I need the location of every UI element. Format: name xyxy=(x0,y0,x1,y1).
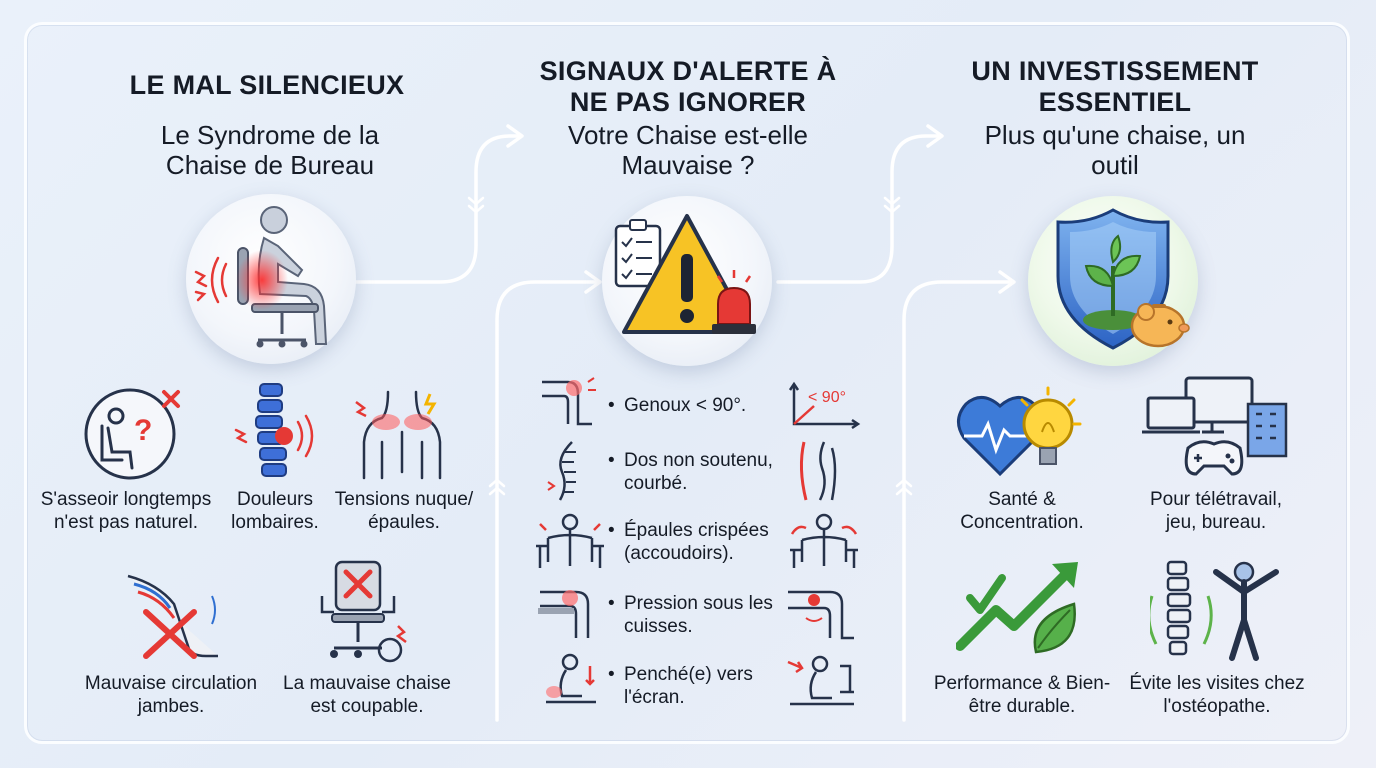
col3-title: UN INVESTISSEMENT ESSENTIEL xyxy=(971,56,1259,117)
col1-item-lumbar: Douleurs lombaires. xyxy=(231,489,319,533)
angle-90-label: < 90° xyxy=(808,389,846,406)
infographic-frame xyxy=(24,22,1350,744)
spine-pain-icon xyxy=(234,383,314,477)
knee-angle-icon xyxy=(542,377,596,426)
shoulders-armrest-icon xyxy=(536,513,604,568)
col1-title: LE MAL SILENCIEUX xyxy=(129,70,405,100)
col3-item-uses: Pour télétravail, jeu, bureau. xyxy=(1149,489,1282,533)
bad-chair-icon xyxy=(320,560,407,663)
curved-back-icon xyxy=(547,441,576,501)
col2-item-thighs: Pression sous les cuisses. xyxy=(608,592,774,638)
neck-tension-icon xyxy=(355,390,442,480)
col3-item-performance: Performance & Bien-être durable. xyxy=(933,673,1111,717)
leaning-screen-icon xyxy=(546,653,596,704)
col1-item-bad-chair: La mauvaise chaise est coupable. xyxy=(283,673,451,717)
col2-item-shoulders: Épaules crispées (accoudoirs). xyxy=(608,519,784,565)
sitting-person-hero xyxy=(186,194,356,364)
screen-lean-icon xyxy=(787,655,854,706)
col2-item-back: Dos non soutenu, courbé. xyxy=(608,449,784,495)
warning-hero xyxy=(602,196,772,366)
col2-item-knees: Genoux < 90°. xyxy=(608,394,784,417)
back-posture-icon xyxy=(799,441,837,501)
col1-item-circulation: Mauvaise circulation jambes. xyxy=(84,673,258,717)
relaxed-shoulders-icon xyxy=(790,513,858,568)
col1-item-neck: Tensions nuque/épaules. xyxy=(334,489,474,533)
col2-title: SIGNAUX D'ALERTE À NE PAS IGNORER xyxy=(539,56,837,117)
col1-subtitle: Le Syndrome de la Chaise de Bureau xyxy=(160,120,380,180)
thigh-pressure-icon xyxy=(538,590,590,638)
growth-arrow-icon xyxy=(956,562,1078,654)
leg-circulation-icon xyxy=(127,574,218,659)
col3-subtitle: Plus qu'une chaise, un outil xyxy=(984,120,1246,180)
devices-icon xyxy=(1142,376,1288,476)
sitting-question-icon: ? xyxy=(84,388,180,480)
col2-item-leaning: Penché(e) vers l'écran. xyxy=(608,663,774,709)
heart-bulb-icon xyxy=(957,386,1082,477)
angle-90-icon: < 90° xyxy=(788,381,861,430)
col1-item-sitting: S'asseoir longtemps n'est pas naturel. xyxy=(40,489,212,533)
col3-item-osteopath: Évite les visites chez l'ostéopathe. xyxy=(1129,673,1305,717)
svg-text:?: ? xyxy=(134,414,152,447)
col2-subtitle: Votre Chaise est-elle Mauvaise ? xyxy=(568,120,808,180)
seat-pressure-icon xyxy=(788,590,854,640)
healthy-spine-person-icon xyxy=(1150,560,1279,661)
shield-investment-hero xyxy=(1028,196,1198,366)
col3-item-health: Santé & Concentration. xyxy=(960,489,1084,533)
